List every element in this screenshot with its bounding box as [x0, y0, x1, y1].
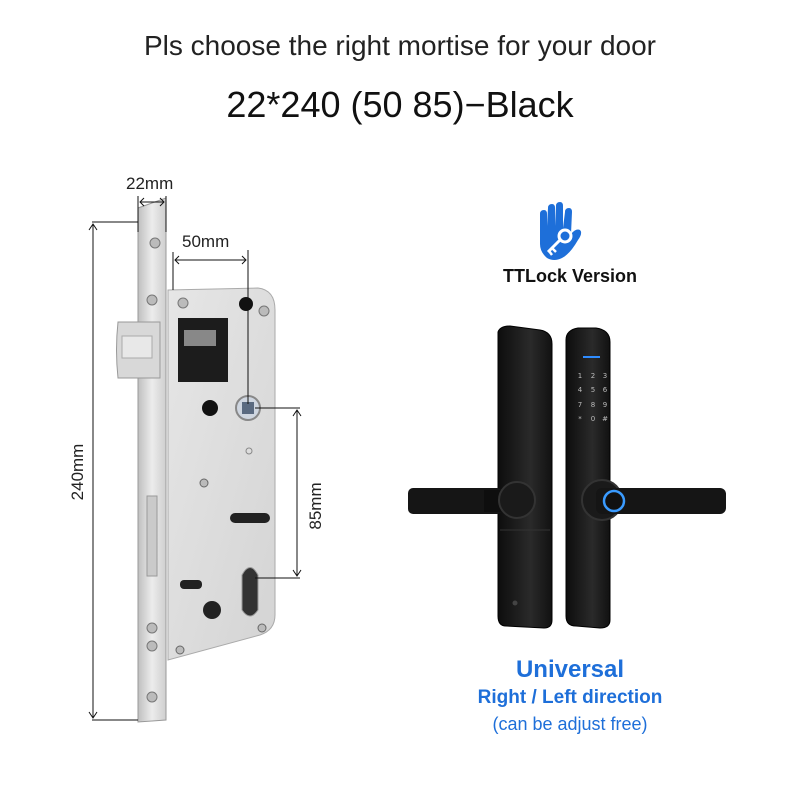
svg-text:6: 6 — [603, 386, 608, 394]
svg-text:#: # — [602, 415, 608, 423]
hand-key-icon — [540, 202, 582, 260]
feature-direction: Right / Left direction — [477, 687, 663, 708]
subtitle: Pls choose the right mortise for your do… — [143, 30, 656, 61]
dim-backset: 50mm — [182, 232, 230, 251]
svg-text:7: 7 — [578, 401, 582, 409]
dim-total-height: 240mm — [68, 443, 87, 501]
product-title: 22*240 (50 85)−Black — [226, 84, 574, 125]
mortise-diagram: 22mm 50mm 240mm 85mm — [68, 174, 325, 723]
svg-text:0: 0 — [591, 415, 595, 423]
svg-text:8: 8 — [591, 401, 595, 409]
svg-text:*: * — [578, 415, 582, 423]
svg-text:9: 9 — [603, 401, 607, 409]
svg-text:1: 1 — [578, 372, 582, 380]
feature-note: (can be adjust free) — [492, 714, 648, 734]
svg-text:3: 3 — [603, 372, 607, 380]
svg-text:2: 2 — [591, 372, 595, 380]
feature-headline: Universal — [515, 656, 625, 683]
mortise-lock-illustration — [88, 196, 302, 723]
dim-faceplate-width: 22mm — [126, 174, 174, 193]
dim-center-distance: 85mm — [306, 482, 325, 530]
svg-text:4: 4 — [578, 386, 583, 394]
svg-text:5: 5 — [591, 386, 595, 394]
ttlock-badge — [520, 200, 600, 264]
brand-label: TTLock Version — [502, 266, 638, 286]
